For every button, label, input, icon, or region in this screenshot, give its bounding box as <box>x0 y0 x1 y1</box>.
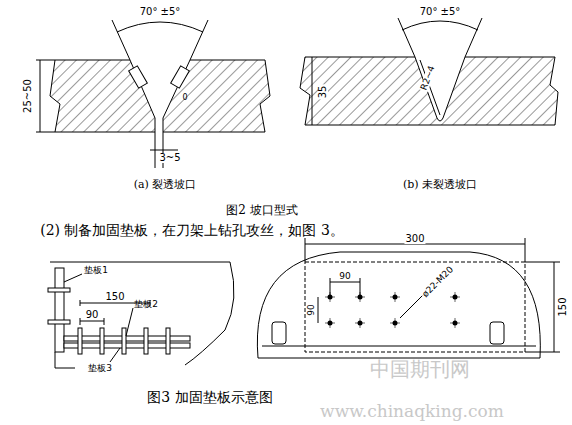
watermark: 中国期刊网 <box>370 359 470 379</box>
figure-caption: 图3 加固垫板示意图 <box>147 390 272 404</box>
center-mark <box>325 318 335 328</box>
part-name: 垫板1 <box>84 266 108 275</box>
body-text: (2) 制备加固垫板，在刀架上钻孔攻丝，如图 3。 <box>40 223 344 237</box>
figure-caption: 图2 坡口型式 <box>226 204 297 216</box>
dimension: 150 <box>558 296 568 317</box>
sub-caption: (b) 未裂透坡口 <box>403 179 477 190</box>
thickness-dim: 35 <box>318 85 328 100</box>
dimension: 300 <box>404 234 425 244</box>
thread-spec: ø22-M20 <box>420 264 456 300</box>
dimension: 90 <box>307 303 316 316</box>
gap-dim: 3~5 <box>158 153 181 163</box>
angle-dim: 70° ±5° <box>420 7 461 17</box>
center-mark <box>390 318 400 328</box>
dimension: 90 <box>338 272 351 281</box>
center-mark <box>355 318 365 328</box>
center-mark <box>450 292 460 302</box>
part-name: 垫板2 <box>134 300 158 309</box>
thickness-dim: 25~50 <box>23 78 33 114</box>
sub-caption: (a) 裂透坡口 <box>134 179 197 190</box>
gap-dim: 0 <box>182 94 187 102</box>
center-mark <box>450 318 460 328</box>
angle-dim: 70° ±5° <box>140 7 181 17</box>
radius-dim: R2~4 <box>419 64 437 93</box>
center-mark <box>390 292 400 302</box>
center-mark <box>325 292 335 302</box>
dimension: 90 <box>85 310 100 320</box>
center-mark <box>355 292 365 302</box>
dimension: 150 <box>104 292 125 302</box>
watermark: www.chinaqking.com <box>320 403 504 420</box>
part-name: 垫板3 <box>88 364 112 373</box>
